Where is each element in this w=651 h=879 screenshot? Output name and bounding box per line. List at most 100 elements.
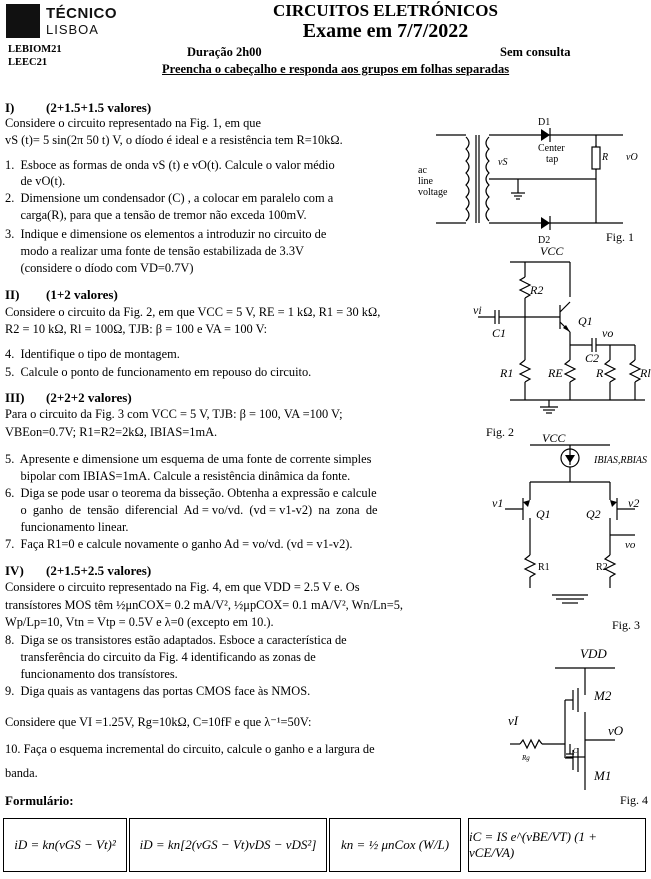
- question-7: 7. Faça R1=0 e calcule novamente o ganho…: [5, 537, 353, 551]
- fig4-rg-label: Rg: [521, 754, 530, 762]
- question-8-line1: 8. Diga se os transistores estão adaptad…: [5, 633, 347, 647]
- fig3-q1-label: Q1: [536, 507, 551, 521]
- formula-bjt: iC = IS e^(vBE/VT) (1 + vCE/VA): [468, 818, 646, 872]
- question-3-line2: modo a realizar uma fonte de tensão esta…: [5, 244, 304, 258]
- fig4-m2-label: M2: [593, 688, 612, 703]
- formulary-label: Formulário:: [5, 793, 74, 808]
- question-1-line2: de vO(t).: [5, 174, 66, 188]
- fig1-line-label: line: [418, 176, 434, 187]
- fig4-vo-label: vO: [608, 723, 624, 738]
- fig2-q1-label: Q1: [578, 314, 593, 328]
- fig4-vdd-label: VDD: [580, 646, 607, 661]
- exam-date: Exame em 7/7/2022: [302, 20, 469, 42]
- figure-4-circuit: VDD M2 vO vI Rg C M1: [508, 646, 624, 790]
- question-9: 9. Diga quais as vantagens das portas CM…: [5, 684, 311, 698]
- group2-number: II): [5, 287, 20, 302]
- fig4-m1-label: M1: [593, 768, 611, 783]
- question-10-line2: banda.: [5, 766, 38, 780]
- fig3-ibias-label: IBIAS,RBIAS: [593, 455, 647, 466]
- group2-points: (1+2 valores): [46, 287, 118, 302]
- institution-name: TÉCNICO LISBOA: [46, 5, 117, 37]
- question-4: 4. Identifique o tipo de montagem.: [5, 347, 180, 361]
- formula-triode: iD = kn[2(vGS − Vt)vDS − vDS²]: [129, 818, 327, 872]
- fig3-v1-label: v1: [492, 496, 503, 510]
- group4-intro-2: transístores MOS têm ½μnCOX= 0.2 mA/V², …: [5, 598, 404, 612]
- fig1-voltage-label: voltage: [418, 187, 448, 198]
- group4-points: (2+1.5+2.5 valores): [46, 563, 152, 578]
- fig2-c2-label: C2: [585, 351, 599, 365]
- fig1-center-label: Center: [538, 143, 565, 154]
- question-2-line2: carga(R), para que a tensão de tremor nã…: [5, 208, 307, 222]
- tecnico-logo: [6, 4, 40, 38]
- formula-kn: kn = ½ μnCox (W/L): [329, 818, 461, 872]
- fig2-vcc-label: VCC: [540, 244, 564, 258]
- group1-number: I): [5, 100, 15, 115]
- formula-saturation: iD = kn(vGS − Vt)²: [3, 818, 127, 872]
- group3-intro-1: Para o circuito da Fig. 3 com VCC = 5 V,…: [5, 407, 343, 421]
- fig2-r2-label: R2: [529, 283, 543, 297]
- fig2-r1-label: R1: [499, 366, 513, 380]
- group4-intro-1: Considere o circuito representado na Fig…: [5, 580, 360, 594]
- fig3-vcc-label: VCC: [542, 431, 566, 445]
- fig3-r1-label: R1: [538, 562, 550, 573]
- question-8-line3: funcionamento dos transístores.: [5, 667, 178, 681]
- group1-intro-2: vS (t)= 5 sin(2π 50 t) V, o díodo é idea…: [5, 133, 343, 147]
- question-2-line1: 2. Dimensione um condensador (C) , a col…: [5, 191, 334, 205]
- question-6-line3: funcionamento linear.: [5, 520, 129, 534]
- question-3-line1: 3. Indique e dimensione os elementos a i…: [5, 227, 327, 241]
- consult-info: Sem consulta: [500, 45, 571, 59]
- group2-intro-2: R2 = 10 kΩ, Rl = 100Ω, TJB: β = 100 e VA…: [5, 322, 268, 336]
- question-5a: 5. Calcule o ponto de funcionamento em r…: [5, 365, 312, 379]
- logo-line1: TÉCNICO: [46, 5, 117, 22]
- fig3-vo-label: vo: [625, 539, 636, 551]
- group4-intro-3: Wp/Lp=10, Vtn = Vtp = 0.5V e λ=0 (except…: [5, 615, 274, 629]
- fig1-r-label: R: [601, 152, 608, 163]
- question-3-line3: (considere o díodo com VD=0.7V): [5, 261, 194, 275]
- duration: Duração 2h00: [187, 45, 262, 59]
- group3-points: (2+2+2 valores): [46, 390, 132, 405]
- fig4-c-label: C: [573, 747, 578, 755]
- group1-points: (2+1.5+1.5 valores): [46, 100, 152, 115]
- question-8-line2: transferência do circuito da Fig. 4 iden…: [5, 650, 316, 664]
- instructions: Preencha o cabeçalho e responda aos grup…: [162, 62, 510, 76]
- question-5b-line1: 5. Apresente e dimensione um esquema de …: [5, 452, 372, 466]
- fig2-caption: Fig. 2: [486, 425, 515, 439]
- fig4-caption: Fig. 4: [620, 793, 649, 807]
- group4-number: IV): [5, 563, 24, 578]
- question-5b-line2: bipolar com IBIAS=1mA. Calcule a resistê…: [5, 469, 351, 483]
- group2-intro-1: Considere o circuito da Fig. 2, em que V…: [5, 305, 381, 319]
- fig1-ac-label: ac: [418, 165, 427, 176]
- fig1-caption: Fig. 1: [606, 230, 635, 244]
- exam-title: CIRCUITOS ELETRÓNICOS: [272, 1, 498, 20]
- fig2-c1-label: C1: [492, 326, 506, 340]
- group3-intro-2: VBEon=0.7V; R1=R2=2kΩ, IBIAS=1mA.: [5, 425, 218, 439]
- fig1-vs-label: vS: [498, 157, 507, 168]
- fig2-re-label: RE: [547, 366, 563, 380]
- fig3-q2-label: Q2: [586, 507, 601, 521]
- fig3-r2-label: R2: [596, 562, 608, 573]
- figure-3-circuit: VCC IBIAS,RBIAS v1 v2 Q1 Q2 vo R1 R2: [492, 431, 647, 604]
- fig1-d2-label: D2: [538, 235, 550, 246]
- fig2-vo-label: vo: [602, 326, 613, 340]
- figure-2-circuit: VCC R2 vi C1 Q1 vo C2 R1 RE R Rl: [473, 244, 651, 414]
- fig1-vo-label: vO: [626, 152, 638, 163]
- fig3-caption: Fig. 3: [612, 618, 641, 632]
- fig2-rl-label: Rl: [639, 366, 651, 380]
- logo-line2: LISBOA: [46, 22, 99, 37]
- course-code-2: LEEC21: [8, 57, 48, 68]
- question-1-line1: 1. Esboce as formas de onda vS (t) e vO(…: [5, 158, 335, 172]
- question-10-line1: 10. Faça o esquema incremental do circui…: [5, 742, 375, 756]
- formulary-boxes: iD = kn(vGS − Vt)² iD = kn[2(vGS − Vt)vD…: [3, 818, 646, 873]
- fig3-v2-label: v2: [628, 496, 639, 510]
- question-6-line1: 6. Diga se pode usar o teorema da bisseç…: [5, 486, 377, 500]
- fig1-tap-label: tap: [546, 154, 558, 165]
- figure-1-circuit: D1 D2 Center tap R vO vS ac line voltage: [418, 117, 638, 246]
- fig2-vi-label: vi: [473, 303, 482, 317]
- group1-intro-1: Considere o circuito representado na Fig…: [5, 116, 261, 130]
- course-code-1: LEBIOM21: [8, 44, 62, 55]
- group3-number: III): [5, 390, 25, 405]
- group4-extra-1: Considere que VI =1.25V, Rg=10kΩ, C=10fF…: [5, 715, 312, 729]
- fig4-vi-label: vI: [508, 713, 519, 728]
- fig2-r-label: R: [595, 366, 604, 380]
- fig1-d1-label: D1: [538, 117, 550, 128]
